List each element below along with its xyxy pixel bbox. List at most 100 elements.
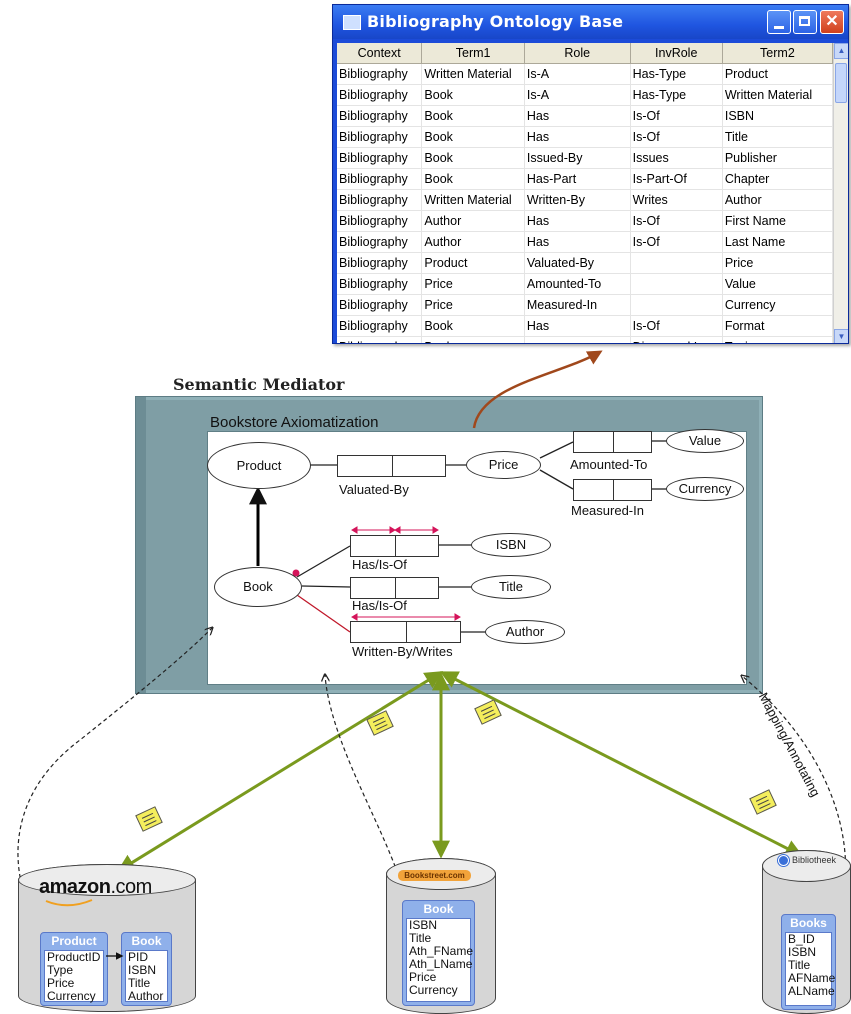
table-cell: Bibliography bbox=[337, 210, 423, 232]
bibliotheek-logo-icon bbox=[778, 855, 789, 867]
bibliotheek-logo: Bibliotheek bbox=[778, 855, 836, 867]
dashed-mapping-bookstreet bbox=[325, 675, 401, 881]
table-name: Product bbox=[51, 934, 97, 948]
table-cell: Book bbox=[421, 315, 525, 337]
app-icon bbox=[343, 15, 361, 30]
ontology-grid: Context Term1 Role InvRole Term2 Bibliog… bbox=[337, 43, 833, 343]
table-field: Title bbox=[409, 931, 432, 945]
role-half bbox=[574, 480, 613, 500]
table-field: Currency bbox=[47, 989, 96, 1003]
table-cell: Book bbox=[421, 84, 525, 106]
role-half bbox=[612, 480, 653, 500]
column-header[interactable]: Role bbox=[524, 43, 631, 64]
ontology-table: Context Term1 Role InvRole Term2 Bibliog… bbox=[337, 43, 833, 343]
table-cell: Discussed In bbox=[630, 336, 723, 343]
table-cell: Book bbox=[421, 168, 525, 190]
table-cell: Topic bbox=[722, 336, 833, 343]
table-cell: Written Material bbox=[722, 84, 833, 106]
role-box-valuated bbox=[337, 455, 446, 477]
node-label: Title bbox=[498, 579, 524, 594]
node-label: Author bbox=[505, 624, 545, 639]
maximize-button[interactable] bbox=[793, 10, 817, 34]
table-cell: Currency bbox=[722, 294, 833, 316]
minimize-button[interactable] bbox=[767, 10, 791, 34]
table-cell: Book bbox=[421, 336, 525, 343]
table-cell: Bibliography bbox=[337, 189, 423, 211]
role-label: Written-By/Writes bbox=[352, 644, 453, 659]
node-product: Product bbox=[207, 442, 311, 489]
column-header[interactable]: Term2 bbox=[722, 43, 833, 64]
table-cell: Has-Part bbox=[524, 168, 631, 190]
table-field: ISBN bbox=[788, 945, 817, 959]
scroll-down-icon[interactable]: ▼ bbox=[834, 329, 848, 343]
column-header[interactable]: Term1 bbox=[421, 43, 525, 64]
table-cell: Book bbox=[421, 126, 525, 148]
role-label: Valuated-By bbox=[339, 482, 409, 497]
amazon-logo-main: amazon bbox=[39, 876, 111, 898]
table-field: Title bbox=[128, 976, 151, 990]
table-cell: Has bbox=[524, 105, 631, 127]
node-label: Product bbox=[236, 458, 282, 473]
role-half bbox=[391, 456, 447, 476]
table-field: ProductID bbox=[47, 950, 101, 964]
scroll-thumb[interactable] bbox=[835, 63, 847, 103]
table-cell bbox=[630, 273, 723, 295]
mapping-label: Mapping/Annotating bbox=[755, 690, 824, 800]
node-currency: Currency bbox=[666, 477, 744, 501]
role-half bbox=[351, 622, 406, 642]
table-cell: Bibliography bbox=[337, 294, 423, 316]
table-cell: Bibliography bbox=[337, 126, 423, 148]
node-label: Value bbox=[688, 433, 722, 448]
node-label: Currency bbox=[678, 481, 732, 496]
role-half bbox=[574, 432, 613, 452]
window-titlebar[interactable]: Bibliography Ontology Base ✕ bbox=[333, 5, 848, 39]
dashed-mapping-biblio bbox=[742, 676, 847, 881]
table-row[interactable]: BibliographyBookDiscussed InTopic bbox=[337, 336, 833, 343]
table-field: Author bbox=[128, 989, 164, 1003]
table-cell: Bibliography bbox=[337, 63, 423, 85]
column-header[interactable]: Context bbox=[337, 43, 423, 64]
table-cell: Amounted-To bbox=[524, 273, 631, 295]
table-field: Currency bbox=[409, 983, 458, 997]
role-half bbox=[351, 536, 395, 556]
table-cell: Bibliography bbox=[337, 231, 423, 253]
table-field: B_ID bbox=[788, 932, 815, 946]
mapping-arrow-biblio bbox=[439, 671, 804, 857]
db-cap bbox=[18, 864, 196, 896]
role-box-has-isbn bbox=[350, 535, 439, 557]
vertical-scrollbar[interactable]: ▲ ▼ bbox=[833, 43, 848, 343]
scroll-up-icon[interactable]: ▲ bbox=[834, 43, 848, 59]
table-field: PID bbox=[128, 950, 149, 964]
table-cell: Has bbox=[524, 210, 631, 232]
ontology-window: Bibliography Ontology Base ✕ Context Ter… bbox=[332, 4, 849, 344]
table-cell: Has bbox=[524, 126, 631, 148]
role-label: Has/Is-Of bbox=[352, 598, 407, 613]
close-button[interactable]: ✕ bbox=[820, 10, 844, 34]
column-header[interactable]: InvRole bbox=[630, 43, 723, 64]
table-cell: Written Material bbox=[421, 189, 525, 211]
table-field: AFName bbox=[788, 971, 836, 985]
table-cell: Is-Of bbox=[630, 126, 723, 148]
mapping-arrow-amazon bbox=[116, 671, 444, 872]
table-cell: Is-A bbox=[524, 63, 631, 85]
table-cell: Has bbox=[524, 231, 631, 253]
table-field: Price bbox=[409, 970, 437, 984]
table-cell: Issues bbox=[630, 147, 723, 169]
